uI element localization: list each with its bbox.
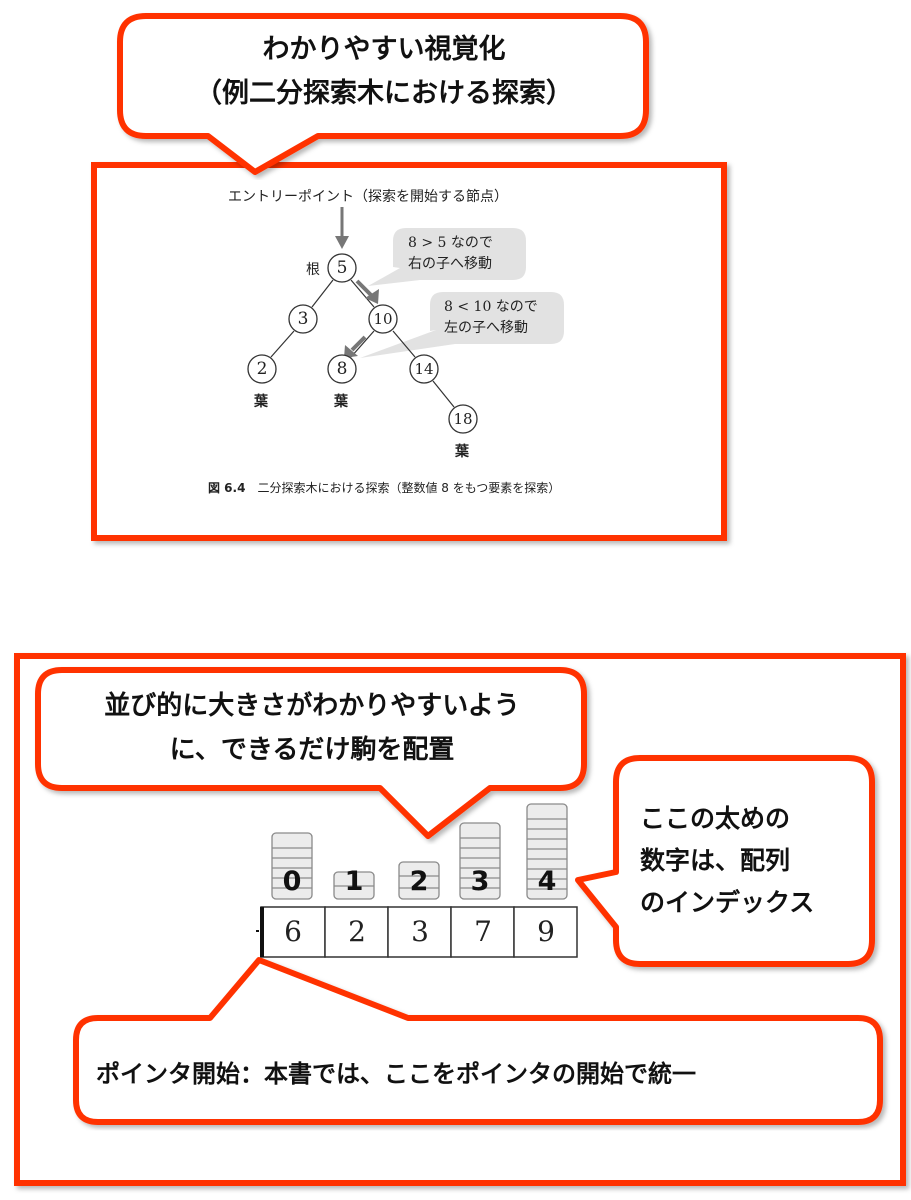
bubble-1-text: 8 > 5 なので 右の子へ移動 [408,233,493,275]
search-arrow-left-icon [344,345,358,358]
tree-node-circle [409,354,439,384]
bubble-2-shape [360,292,564,358]
index-callout: ここの太めの 数字は、配列 のインデックス [640,798,860,924]
array-value-0: 6 [284,915,302,948]
figure-frame [91,162,727,541]
figure-caption-text: 二分探索木における探索（整数値 8 をもつ要素を探索） [257,481,561,495]
array-index-3: 3 [470,866,490,897]
entry-point-label: エントリーポイント（探索を開始する節点） [228,189,508,205]
tree-node-14: 14 [414,360,434,378]
bubble-2-text: 8 < 10 なので 左の子へ移動 [444,297,538,339]
tree-node-2: 2 [256,359,268,379]
tree-node-18: 18 [453,410,473,428]
figure-caption-number: 図 6.4 [208,481,246,495]
bubble-1-shape [368,228,526,286]
piece-stack-3 [459,822,501,900]
leaf-label-18: 葉 [455,444,469,460]
tree-node-circle [448,404,478,434]
tree-node-3: 3 [297,309,309,329]
piece-stack-4 [526,803,568,900]
title-callout-shape [117,13,649,175]
bubble-2-line2: 左の子へ移動 [444,320,528,336]
tree-node-10: 10 [373,310,393,328]
pointer-callout-text: ポインタ開始：本書では、ここをポインタの開始で統一 [96,1060,696,1088]
arrangement-callout-line1: 並び的に大きさがわかりやすいよう [104,691,520,721]
tree-node-circle [327,354,357,384]
index-callout-shape [575,755,875,967]
leaf-label-8: 葉 [334,394,348,410]
entry-arrow-icon [335,236,349,249]
tree-node-5: 5 [336,258,348,278]
leaf-label-2: 葉 [254,394,268,410]
index-callout-line3: のインデックス [640,888,815,917]
tree-node-circle [368,304,398,334]
array-value-4: 9 [537,915,555,948]
figure-caption: 図 6.4 二分探索木における探索（整数値 8 をもつ要素を探索） [208,479,560,496]
array-index-2: 2 [409,866,429,897]
pointer-callout: ポインタ開始：本書では、ここをポインタの開始で統一 [96,1056,876,1092]
tree-edges [270,279,455,408]
piece-stack-1 [333,871,375,900]
bubble-2-line1: 8 < 10 なので [444,299,538,315]
array-value-3: 7 [474,915,492,948]
title-callout: わかりやすい視覚化 （例二分探索木における探索） [124,28,644,116]
title-callout-line2: （例二分探索木における探索） [195,78,573,109]
array-index-4: 4 [537,866,557,897]
title-callout-line1: わかりやすい視覚化 [262,34,506,65]
piece-stacks [271,803,568,900]
index-callout-line2: 数字は、配列 [640,846,791,875]
tree-node-circle [247,354,277,384]
arrangement-callout: 並び的に大きさがわかりやすいよう に、できるだけ駒を配置 [42,684,582,772]
tree-node-circle [288,304,318,334]
bubble-1-line1: 8 > 5 なので [408,235,493,251]
tree-node-circle [327,253,357,283]
piece-stack-2 [398,861,440,900]
root-label: 根 [306,262,320,278]
array-index-1: 1 [344,866,364,897]
arrangement-callout-line2: に、できるだけ駒を配置 [169,735,455,765]
bubble-1-line2: 右の子へ移動 [408,256,492,272]
piece-stack-0 [271,832,313,900]
array-value-1: 2 [348,915,366,948]
pointer-callout-shape [73,957,883,1125]
array-cells [260,906,578,958]
array-value-2: 3 [411,915,429,948]
index-callout-line1: ここの太めの [640,804,791,833]
tree-node-8: 8 [336,359,348,379]
array-index-0: 0 [282,866,302,897]
search-arrow-right-icon [365,289,379,304]
arrangement-callout-shape [35,667,587,839]
